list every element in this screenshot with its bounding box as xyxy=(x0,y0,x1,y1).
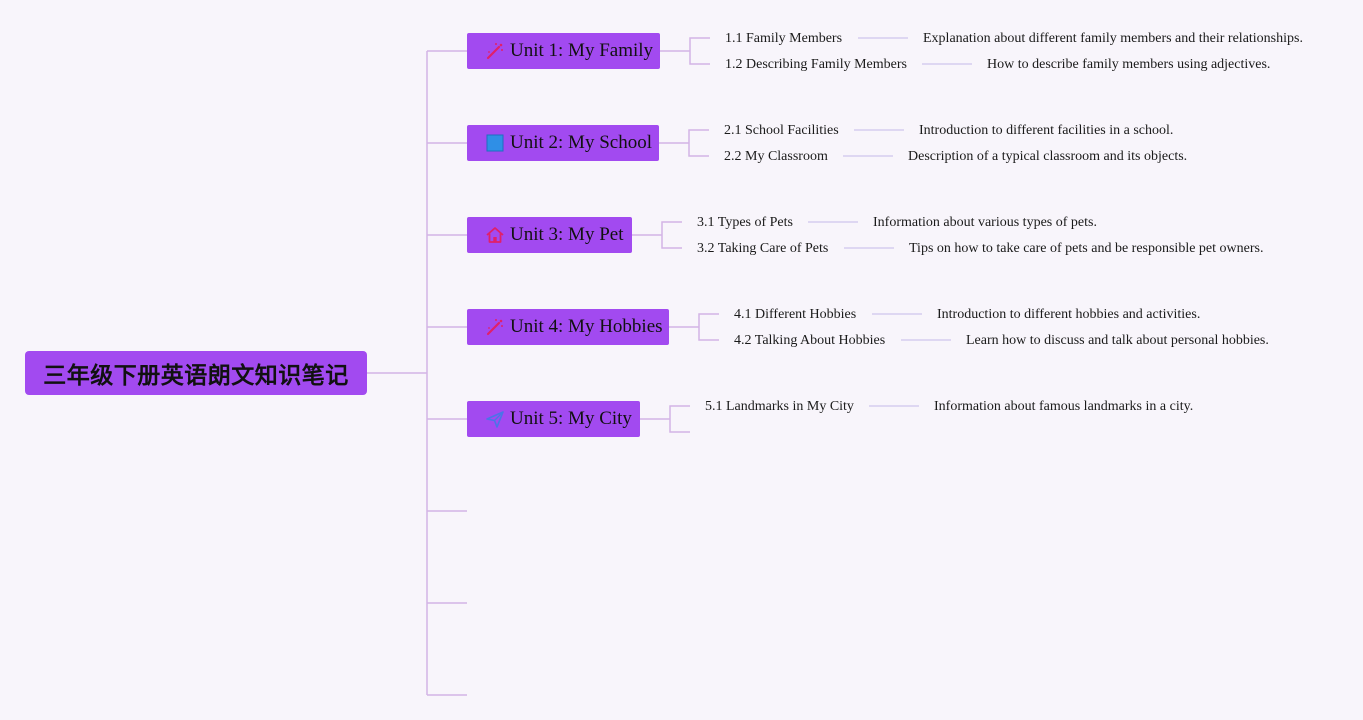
description-4-2[interactable]: Learn how to discuss and talk about pers… xyxy=(966,333,1269,348)
unit-5-fork xyxy=(669,405,690,433)
house-icon xyxy=(485,225,505,245)
paper-plane-icon xyxy=(485,409,505,429)
description-2-2[interactable]: Description of a typical classroom and i… xyxy=(908,149,1188,164)
topic-1-2[interactable]: 1.2 Describing Family Members xyxy=(725,57,907,72)
topic-3-2[interactable]: 3.2 Taking Care of Pets xyxy=(697,241,829,256)
blue-square-icon xyxy=(485,133,505,153)
unit-4-fork xyxy=(698,313,719,341)
unit-2-fork xyxy=(688,129,709,157)
unit-node-5[interactable]: Unit 5: My City xyxy=(467,401,640,437)
topic-3-1[interactable]: 3.1 Types of Pets xyxy=(697,215,793,230)
unit-label: Unit 4: My Hobbies xyxy=(510,316,663,337)
unit-node-3[interactable]: Unit 3: My Pet xyxy=(467,217,632,253)
description-3-1[interactable]: Information about various types of pets. xyxy=(873,215,1097,230)
unit-label: Unit 2: My School xyxy=(510,132,652,153)
description-1-1[interactable]: Explanation about different family membe… xyxy=(923,31,1303,46)
unit-label: Unit 1: My Family xyxy=(510,40,654,61)
description-2-1[interactable]: Introduction to different facilities in … xyxy=(919,123,1174,138)
magic-wand-icon xyxy=(485,317,505,337)
topic-2-1[interactable]: 2.1 School Facilities xyxy=(724,123,839,138)
topic-4-2[interactable]: 4.2 Talking About Hobbies xyxy=(734,333,886,348)
unit-node-2[interactable]: Unit 2: My School xyxy=(467,125,659,161)
unit-3-fork xyxy=(661,221,682,249)
description-4-1[interactable]: Introduction to different hobbies and ac… xyxy=(937,307,1201,322)
unit-1-fork xyxy=(689,37,710,65)
description-5-1[interactable]: Information about famous landmarks in a … xyxy=(934,399,1194,414)
unit-node-4[interactable]: Unit 4: My Hobbies xyxy=(467,309,669,345)
topic-5-1[interactable]: 5.1 Landmarks in My City xyxy=(705,399,854,414)
topic-4-1[interactable]: 4.1 Different Hobbies xyxy=(734,307,857,322)
topic-1-1[interactable]: 1.1 Family Members xyxy=(725,31,843,46)
root-label: 三年级下册英语朗文知识笔记 xyxy=(43,363,349,389)
description-3-2[interactable]: Tips on how to take care of pets and be … xyxy=(909,241,1264,256)
unit-label: Unit 3: My Pet xyxy=(510,224,624,245)
description-1-2[interactable]: How to describe family members using adj… xyxy=(987,57,1271,72)
unit-node-1[interactable]: Unit 1: My Family xyxy=(467,33,660,69)
topic-2-2[interactable]: 2.2 My Classroom xyxy=(724,149,828,164)
magic-wand-icon xyxy=(485,41,505,61)
unit-label: Unit 5: My City xyxy=(510,408,632,429)
root-node[interactable]: 三年级下册英语朗文知识笔记 xyxy=(25,351,367,395)
